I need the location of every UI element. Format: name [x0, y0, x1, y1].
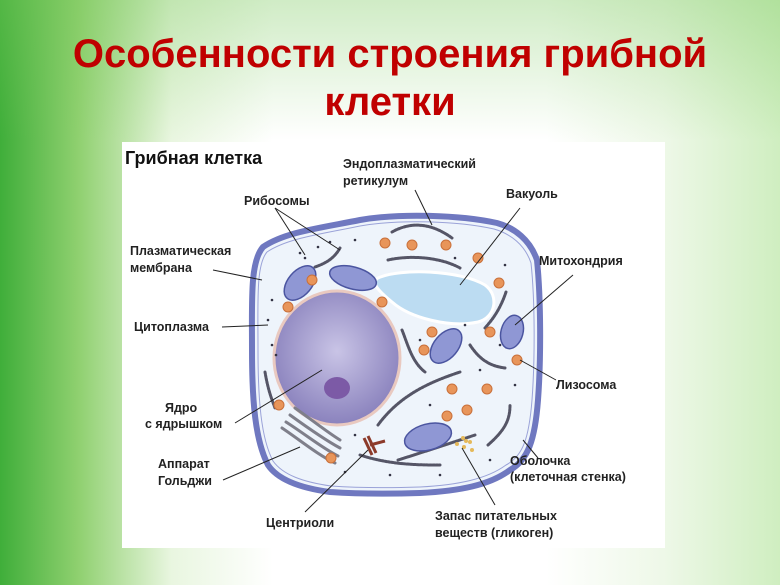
label-wall-line-2: (клеточная стенка)	[510, 470, 626, 484]
label-golgi-line-2: Гольджи	[158, 474, 212, 488]
label-membrane-line-2: мембрана	[130, 261, 193, 275]
nucleus	[272, 289, 402, 427]
label-cytoplasm: Цитоплазма	[134, 320, 210, 334]
title-line-2: клетки	[324, 80, 456, 124]
label-er-line-1: Эндоплазматический	[343, 157, 476, 171]
label-nucleus-line-1: Ядро	[165, 401, 198, 415]
ribosomes	[266, 238, 517, 477]
leader-lines	[212, 189, 574, 513]
title-line-1: Особенности строения грибной	[72, 32, 708, 76]
label-vacuole: Вакуоль	[506, 187, 558, 201]
vacuole	[373, 270, 496, 326]
diagram-title: Грибная клетка	[125, 148, 263, 168]
mitochondria	[283, 264, 525, 452]
label-mitochondria: Митохондрия	[539, 254, 623, 268]
label-glycogen-line-1: Запас питательных	[435, 509, 557, 523]
centrioles	[362, 435, 386, 456]
label-lysosome: Лизосома	[556, 378, 617, 392]
background-decoration	[0, 0, 780, 140]
label-membrane-line-1: Плазматическая	[130, 244, 231, 258]
slide-title: Особенности строения грибной клетки	[0, 30, 780, 126]
label-ribosomes: Рибосомы	[244, 194, 310, 208]
label-golgi-line-1: Аппарат	[158, 457, 210, 471]
plasma-membrane	[257, 221, 535, 489]
label-glycogen-line-2: веществ (гликоген)	[435, 526, 553, 540]
lysosomes	[273, 237, 523, 464]
label-nucleus-line-2: с ядрышком	[145, 417, 222, 431]
label-er-line-2: ретикулум	[343, 174, 408, 188]
glycogen-granules	[455, 436, 474, 452]
label-wall-line-1: Оболочка	[510, 454, 571, 468]
label-centrioles: Центриоли	[266, 516, 334, 530]
nucleolus	[324, 377, 350, 399]
